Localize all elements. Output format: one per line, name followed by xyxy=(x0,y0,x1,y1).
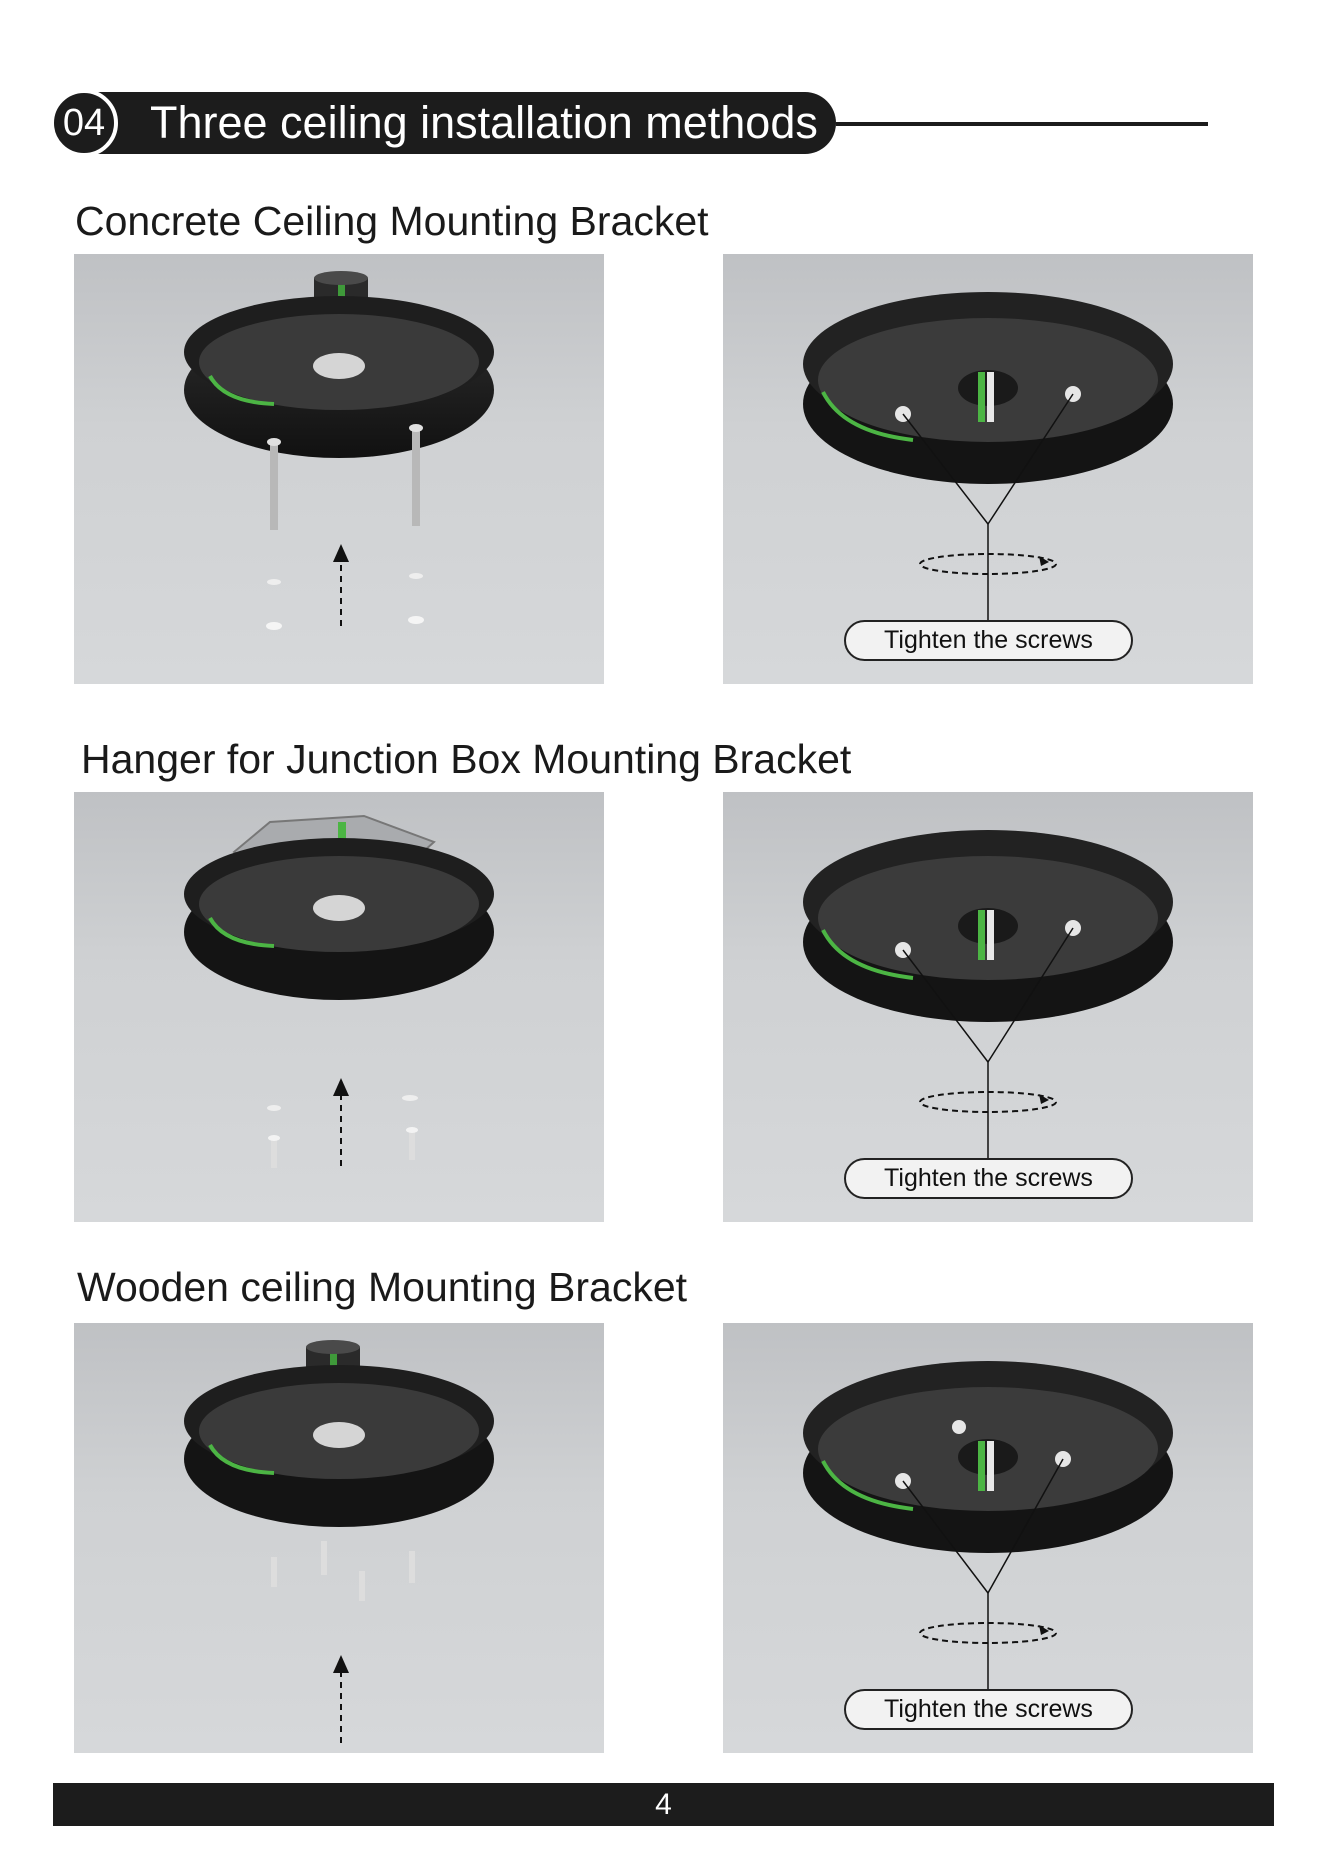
concrete-step-1-illustration xyxy=(74,254,604,684)
page-footer-bar: 4 xyxy=(53,1783,1274,1826)
wooden-step-2-illustration: Tighten the screws xyxy=(723,1323,1253,1753)
section-title: Three ceiling installation methods xyxy=(150,94,818,152)
header-rule xyxy=(836,122,1208,126)
section-number-badge: 04 xyxy=(50,89,118,157)
junction-box-heading: Hanger for Junction Box Mounting Bracket xyxy=(81,734,851,784)
page-number: 4 xyxy=(53,1783,1274,1826)
tighten-screws-label: Tighten the screws xyxy=(844,1158,1133,1199)
wooden-ceiling-heading: Wooden ceiling Mounting Bracket xyxy=(77,1262,687,1312)
junction-box-step-2-illustration: Tighten the screws xyxy=(723,792,1253,1222)
junction-box-step-1-illustration xyxy=(74,792,604,1222)
tighten-screws-label: Tighten the screws xyxy=(844,1689,1133,1730)
tighten-screws-label: Tighten the screws xyxy=(844,620,1133,661)
concrete-step-2-illustration: Tighten the screws xyxy=(723,254,1253,684)
concrete-ceiling-heading: Concrete Ceiling Mounting Bracket xyxy=(75,196,709,246)
wooden-step-1-illustration xyxy=(74,1323,604,1753)
